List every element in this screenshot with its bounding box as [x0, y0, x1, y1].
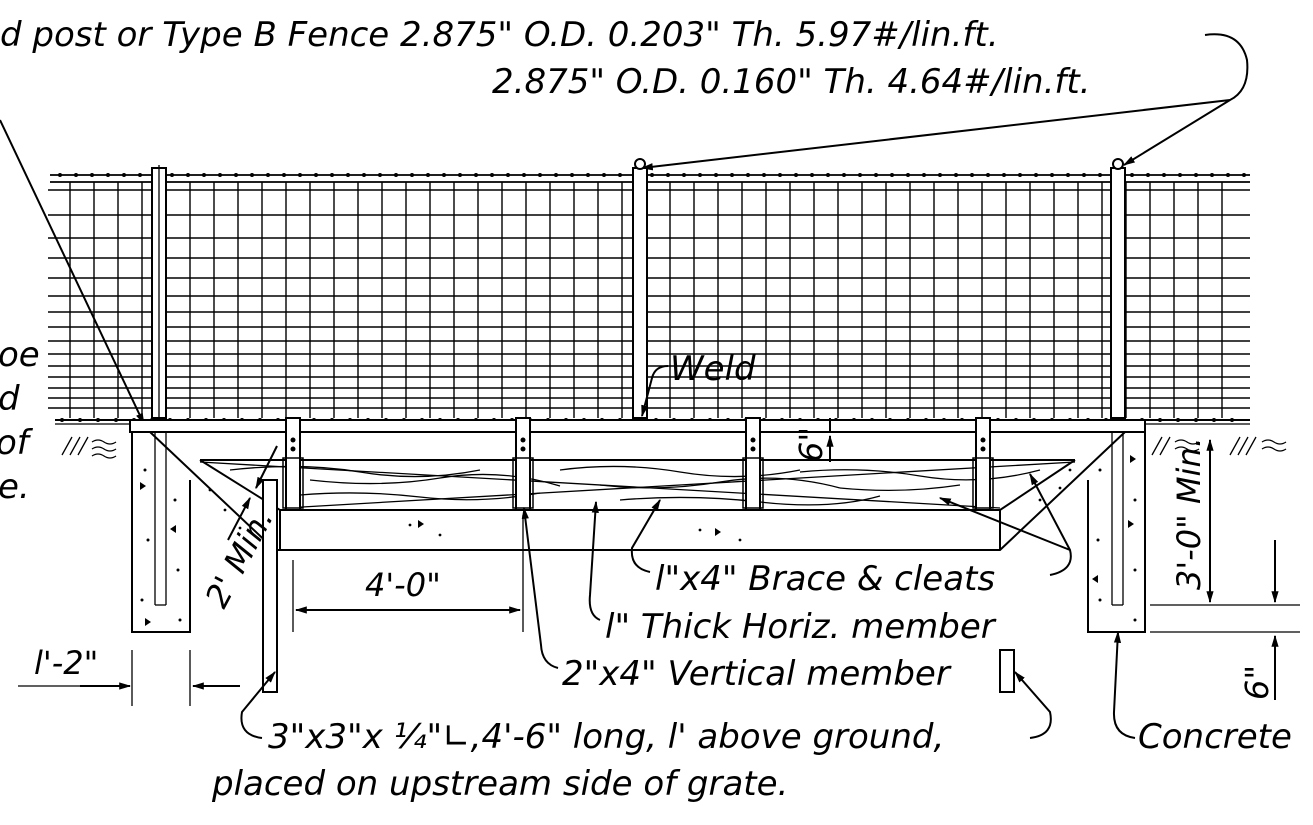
end-post-right — [1110, 158, 1126, 419]
angle-label-line2: placed on upstream side of grate. — [211, 764, 788, 804]
dimension-4ft: 4'-0" — [292, 515, 524, 632]
angle-label-line1: 3"x3"x ¹⁄₄"∟,4'-6" long, l' above ground… — [268, 717, 944, 757]
brace-leader-right2 — [938, 497, 1071, 551]
backfill-dots — [208, 468, 1072, 542]
vertical-member-2 — [512, 417, 534, 511]
angle-leader-left — [240, 671, 276, 739]
dimension-cleat-text: 6" — [792, 427, 830, 462]
weld-label: Weld — [670, 349, 756, 389]
left-fragment-2: d — [0, 379, 20, 419]
footing-right — [1087, 432, 1146, 633]
horiz-member-label: l" Thick Horiz. member — [605, 607, 997, 647]
line-post-left — [151, 165, 167, 420]
angle-post-right — [999, 649, 1015, 693]
vertical-member-4 — [972, 417, 994, 511]
left-fragment-1: oe — [0, 335, 40, 375]
weld-leader — [641, 365, 669, 418]
ground-hatch — [61, 436, 1287, 459]
post-spec-line1: d post or Type B Fence 2.875" O.D. 0.203… — [0, 15, 999, 55]
angle-leader-right — [1014, 671, 1052, 739]
spec-leader-left — [0, 119, 145, 426]
dimension-cleat: 6" — [792, 418, 834, 462]
brace-leader-right — [1029, 472, 1072, 576]
dimension-4ft-text: 4'-0" — [365, 566, 441, 604]
footing-left — [131, 432, 191, 633]
left-fragment-4: e. — [0, 467, 30, 507]
brace-label: l"x4" Brace & cleats — [655, 559, 995, 599]
dimension-footing-width: l'-2" — [18, 644, 240, 706]
spec-leader-middle — [640, 99, 1231, 171]
dimension-depth-min-text: 3'-0" Min. — [1170, 437, 1208, 590]
vertical-member-label: 2"x4" Vertical member — [562, 654, 952, 694]
end-post-middle — [632, 158, 648, 419]
angle-post-left — [262, 479, 278, 693]
dimension-footing-width-text: l'-2" — [34, 644, 98, 682]
wood-grain — [199, 461, 1076, 509]
post-spec-line2: 2.875" O.D. 0.160" Th. 4.64#/lin.ft. — [492, 62, 1091, 102]
spec-leader-curve — [1122, 33, 1249, 166]
dimension-cover-text: 6" — [1238, 665, 1276, 700]
horiz-member-leader — [588, 500, 601, 621]
brace-leader — [630, 498, 661, 573]
left-fragment-3: of — [0, 423, 34, 463]
vertical-member-1 — [282, 417, 304, 511]
concrete-leader — [1112, 630, 1136, 739]
vertical-member-3 — [742, 417, 764, 511]
dimension-depth-min: 3'-0" Min. 6" — [1150, 437, 1300, 700]
grate-frame — [129, 419, 1146, 551]
vertical-member-leader — [521, 506, 559, 669]
wire-mesh — [48, 173, 1250, 422]
concrete-label: Concrete — [1138, 717, 1292, 757]
